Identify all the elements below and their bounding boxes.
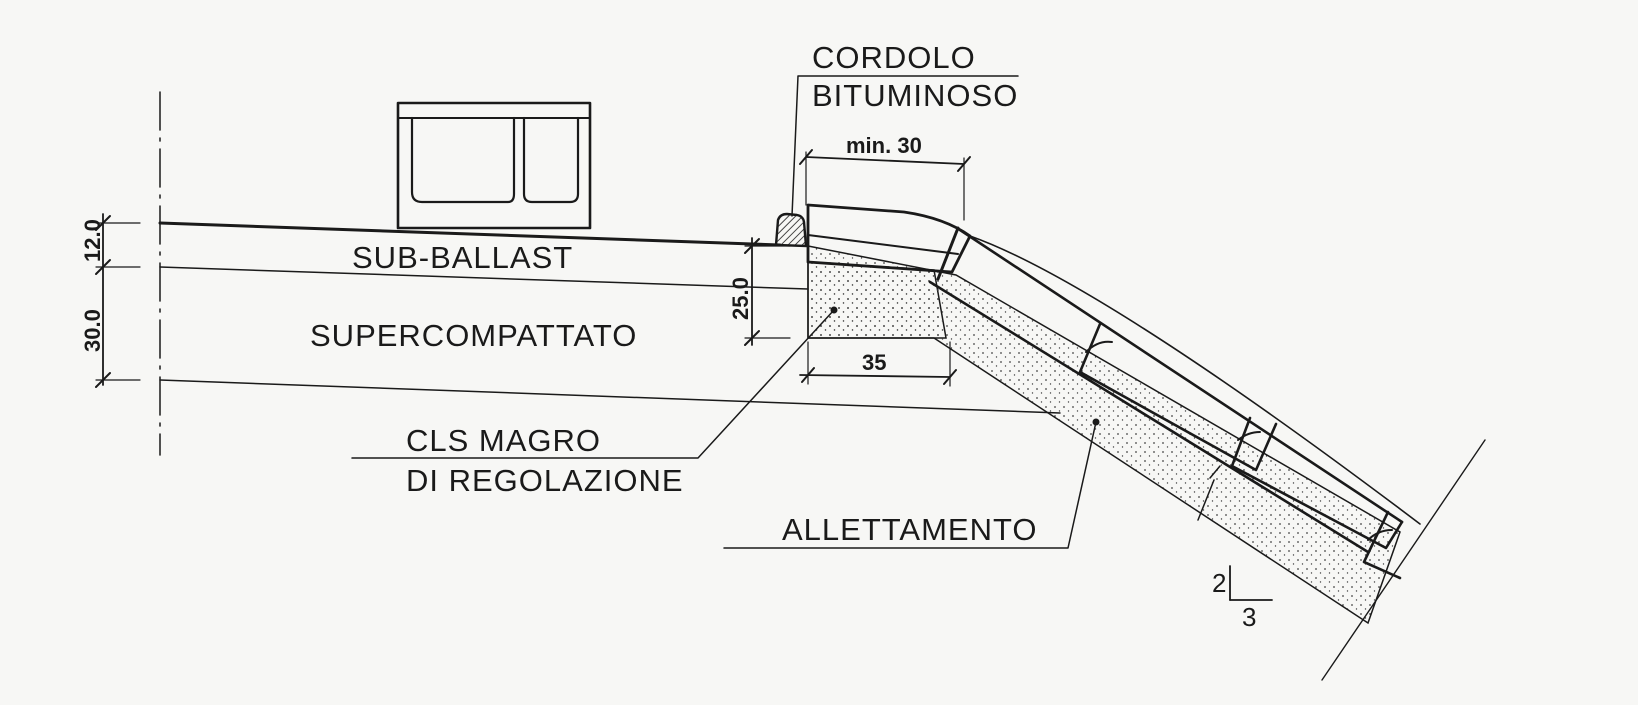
bituminous-curb	[774, 212, 808, 248]
cls-label-line2: DI REGOLAZIONE	[406, 463, 684, 498]
dim-25: 25.0	[728, 237, 791, 346]
slope-reference-line	[1321, 439, 1486, 681]
allettamento-leader	[723, 421, 1097, 549]
dim-35: 35	[799, 341, 957, 387]
cordolo-leader	[791, 75, 1019, 217]
cls-leader-dot	[830, 306, 838, 314]
allettamento-layer	[807, 245, 1401, 625]
sub-ballast-label: SUB-BALLAST	[352, 240, 573, 275]
allettamento-leader-dot	[1092, 418, 1100, 426]
supercompattato-bottom-line	[159, 379, 1061, 414]
cls-label-line1: CLS MAGRO	[406, 423, 601, 458]
sleeper-block	[396, 101, 592, 230]
ballast-top-line	[158, 221, 782, 247]
allettamento-label: ALLETTAMENTO	[782, 512, 1037, 547]
dim-min30-label: min. 30	[846, 133, 922, 158]
slope-ratio-symbol: 2 3	[1212, 565, 1273, 632]
top-precast-element	[806, 203, 1421, 525]
cordolo-label-line2: BITUMINOSO	[812, 78, 1018, 113]
dim-min30: min. 30	[799, 133, 971, 221]
dim-12-label: 12.0	[80, 219, 105, 262]
slope-precast-elements	[928, 226, 1404, 580]
dim-35-label: 35	[862, 350, 886, 375]
dim-left-vertical: 12.0 30.0	[80, 213, 141, 388]
dim-25-label: 25.0	[728, 277, 753, 320]
dim-30-label: 30.0	[80, 309, 105, 352]
supercompattato-label: SUPERCOMPATTATO	[310, 318, 637, 353]
slope-rise: 2	[1212, 568, 1227, 598]
slope-run: 3	[1242, 602, 1257, 632]
cls-leader	[351, 309, 835, 459]
cordolo-label-line1: CORDOLO	[812, 40, 976, 75]
sub-ballast-bottom-line	[159, 266, 809, 290]
